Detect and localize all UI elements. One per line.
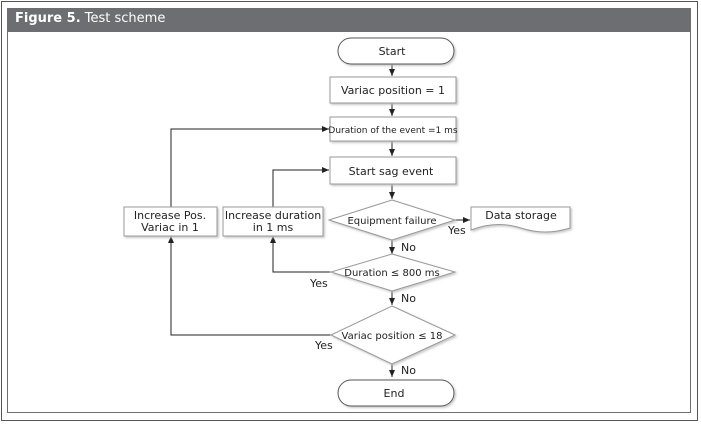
failure-no-label: No	[401, 241, 416, 254]
start-label: Start	[379, 45, 407, 58]
duration-no-label: No	[401, 292, 416, 305]
figure-body-border	[7, 32, 691, 413]
equipment-failure-decision	[327, 199, 457, 241]
duration-check-decision	[329, 253, 457, 292]
end-terminator	[337, 379, 455, 407]
duration-init-box	[329, 116, 457, 142]
arrow-duration-yes	[270, 236, 331, 273]
data-storage-label: Data storage	[485, 209, 557, 222]
duration-yes-label: Yes	[309, 277, 328, 290]
arrow-increase-duration-to-sag	[272, 167, 329, 207]
variac-check-label: Variac position ≤ 18	[342, 331, 443, 342]
increase-pos-line2: Variac in 1	[141, 221, 199, 234]
end-label: End	[384, 387, 405, 400]
duration-init-label: Duration of the event =1 ms	[328, 126, 458, 136]
increase-duration-line2: in 1 ms	[253, 221, 294, 234]
figure-number: Figure 5.	[15, 11, 81, 26]
start-sag-box	[329, 156, 457, 185]
start-sag-label: Start sag event	[349, 165, 434, 178]
increase-duration-box	[222, 206, 324, 237]
figure-title: Test scheme	[84, 11, 166, 26]
figure-caption: Figure 5. Test scheme	[15, 11, 165, 26]
data-storage-document	[470, 206, 571, 233]
failure-yes-label: Yes	[447, 224, 466, 237]
variac-init-label: Variac position = 1	[341, 84, 445, 97]
variac-yes-label: Yes	[314, 339, 333, 352]
increase-pos-box	[123, 206, 218, 237]
increase-duration-line1: Increase duration	[225, 209, 321, 222]
duration-check-label: Duration ≤ 800 ms	[344, 268, 439, 279]
equipment-failure-label: Equipment failure	[347, 216, 436, 227]
variac-no-label: No	[401, 364, 416, 377]
variac-init-box	[329, 76, 457, 104]
figure-header: Figure 5. Test scheme	[7, 8, 691, 32]
arrow-variac-yes	[168, 236, 331, 336]
start-terminator	[337, 37, 455, 65]
variac-check-decision	[329, 305, 457, 365]
arrow-increase-pos-to-duration	[170, 126, 329, 207]
increase-pos-line1: Increase Pos.	[134, 209, 206, 222]
